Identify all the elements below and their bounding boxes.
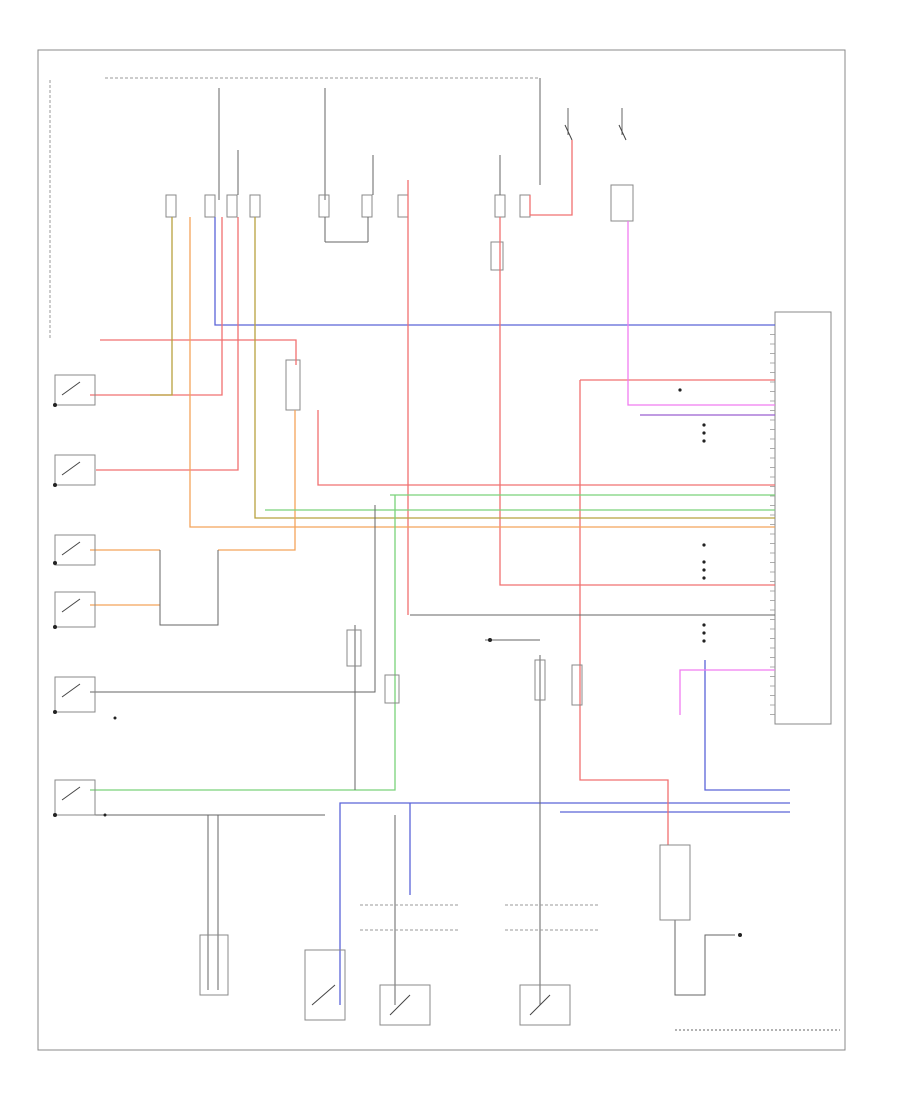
wires	[90, 140, 790, 1005]
door-switches	[54, 374, 96, 816]
wire-orange-3	[218, 410, 296, 551]
wire-red-2	[90, 217, 223, 396]
wire-green-3	[90, 495, 396, 791]
wire-olive-2	[254, 217, 775, 519]
wire-gray-8	[159, 550, 219, 626]
wire-red-9	[529, 140, 573, 216]
wire-red-3	[96, 217, 239, 471]
wire-blue-2	[339, 802, 790, 1005]
wire-orange-1	[189, 217, 775, 528]
wire-olive-1	[150, 217, 173, 396]
power-feeds	[49, 77, 627, 340]
ground-symbols	[53, 403, 742, 937]
diagram-frame	[37, 49, 846, 1051]
top-connector-pins	[165, 150, 634, 411]
right-door-lock-motor	[519, 984, 571, 1026]
trunk-lock-motor	[304, 949, 346, 1021]
wire-red-1	[100, 339, 297, 365]
hood-switch	[54, 779, 96, 816]
wire-red-4	[317, 410, 775, 486]
keyless-receiver	[199, 934, 229, 996]
module	[774, 311, 832, 725]
wire-red-8	[579, 380, 669, 845]
right-rear-door-switch	[54, 591, 96, 628]
module-connector-dots	[678, 388, 706, 643]
right-front-door-switch	[54, 374, 96, 406]
left-door-lock-motor	[379, 984, 431, 1026]
module-pin-ticks	[770, 324, 775, 715]
wire-blue-4	[704, 660, 790, 791]
wire-pink-2	[679, 669, 775, 715]
wire-red-5	[499, 217, 775, 586]
left-rear-door-switch	[54, 534, 96, 566]
wire-gray-2	[90, 505, 376, 693]
junction-connectors	[346, 629, 691, 921]
wire-gray-10	[674, 920, 735, 996]
lock-motors	[199, 904, 840, 1031]
wire-blue-1	[214, 217, 775, 326]
trunk-switch	[54, 676, 96, 713]
left-front-door-switch	[54, 454, 96, 486]
wire-pink-1	[627, 221, 775, 406]
